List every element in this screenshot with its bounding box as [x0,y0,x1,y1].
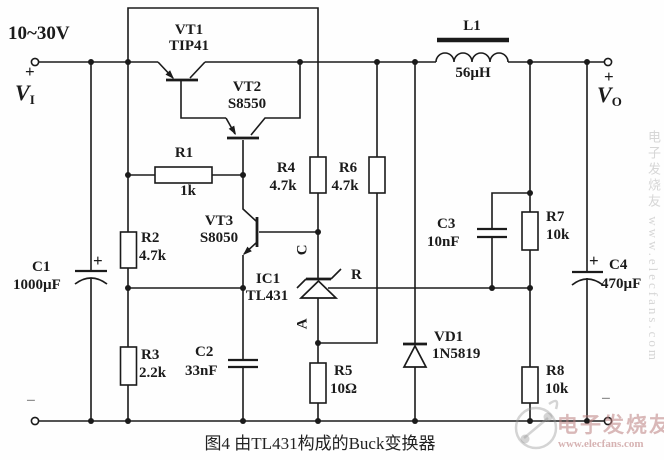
c4-plus-sign: + [589,251,599,270]
resistor-body-r8 [521,366,539,404]
r1-value: 1k [180,183,196,199]
capacitor-plates [74,227,604,369]
resistor-body-r1 [154,166,213,184]
resistor-body-r5 [309,362,327,404]
watermark-logo-icon [514,399,559,450]
r3-ref: R3 [141,347,160,363]
input-voltage-label: VI [15,81,35,107]
r4-value: 4.7k [269,178,297,194]
c4-value: 470µF [601,276,642,292]
c2-value: 33nF [185,363,218,379]
input-v: V [15,80,30,105]
c3-value: 10nF [427,234,460,250]
r7-ref: R7 [546,209,565,225]
c3-ref: C3 [437,216,456,232]
r6-ref: R6 [338,160,358,176]
diode-vd1-symbol [402,342,428,368]
input-plus-terminal [30,57,40,67]
watermark-vertical: 电子发烧友 www.elecfans.com [646,130,661,364]
r4-ref: R4 [276,160,296,176]
watermark-brand: 电子发烧友 [557,413,664,437]
l1-value: 56µH [455,65,491,81]
vt1-emitter-arrow [165,70,174,79]
vt2-emitter-arrow [228,125,236,135]
wire-vt2-base-vt3-collector [242,140,257,222]
wire-r6-column [318,62,378,344]
wire-vin-to-r4 [127,7,319,157]
junction-dots [88,59,590,424]
input-v-subscript: I [29,92,35,107]
wire-vt2-to-rail [250,62,301,136]
input-minus-sign: − [26,391,36,410]
output-plus-terminal [603,57,613,67]
resistor-body-r2 [119,231,138,269]
resistor-bodies [119,156,539,404]
watermark-url: www.elecfans.com [558,438,644,450]
capacitor-c4-plate-bottom [571,278,604,286]
c4-ref: C4 [609,257,628,273]
vt2-ref: VT2 [232,79,262,95]
ic1-pin-reference: R [351,267,362,283]
ic1-tl431-symbol [296,268,342,299]
vt2-part: S8550 [227,96,267,112]
c1-plus-sign: + [93,251,103,270]
c1-value: 1000µF [13,277,61,293]
r3-value: 2.2k [139,365,167,381]
r8-ref: R8 [546,363,565,379]
ic1-pin-cathode: C [294,244,311,256]
input-voltage-range: 10~30V [8,23,70,44]
r2-ref: R2 [141,230,160,246]
vd1-ref: VD1 [434,329,464,345]
r2-value: 4.7k [139,248,167,264]
input-minus-terminal [30,416,40,426]
vt1-ref: VT1 [174,22,204,38]
c1-ref: C1 [32,259,51,275]
resistor-body-r3 [119,346,138,386]
input-plus-sign: + [25,62,35,81]
r5-value: 10Ω [330,381,358,397]
figure-caption: 图4 由TL431构成的Buck变换器 [204,434,436,453]
resistor-body-r4 [309,156,327,194]
c2-ref: C2 [195,344,214,360]
output-minus-sign: − [601,389,611,408]
resistor-body-r6 [368,156,386,194]
vt1-part: TIP41 [168,38,209,54]
vt3-ref: VT3 [204,213,234,229]
wires [39,7,604,422]
vt3-emitter-arrow [243,246,252,255]
r1-ref: R1 [174,145,194,161]
output-v: V [597,82,612,107]
l1-ref: L1 [463,18,481,34]
r6-value: 4.7k [331,178,359,194]
output-minus-terminal [603,416,613,426]
output-voltage-label: VO [597,83,622,109]
vd1-part: 1N5819 [432,346,481,362]
r7-value: 10k [546,227,570,243]
capacitor-c1-plate-bottom [74,277,108,285]
r8-value: 10k [545,381,569,397]
output-plus-sign: + [604,67,614,86]
transistor-vt1-symbol [157,61,206,82]
resistor-body-r7 [521,211,539,251]
wire-c3-branch [491,192,530,288]
ic1-ref: IC1 [255,271,281,287]
r5-ref: R5 [334,363,353,379]
ic1-part: TL431 [245,288,289,304]
transistor-vt3-symbol [243,217,259,255]
ic1-pin-anode: A [294,318,311,330]
inductor-l1-coil [435,52,509,63]
output-v-subscript: O [611,94,622,109]
transistor-vt2-symbol [225,117,259,140]
wire-vt1-base [180,81,226,119]
terminals [30,57,613,426]
vt3-part: S8050 [199,230,239,246]
